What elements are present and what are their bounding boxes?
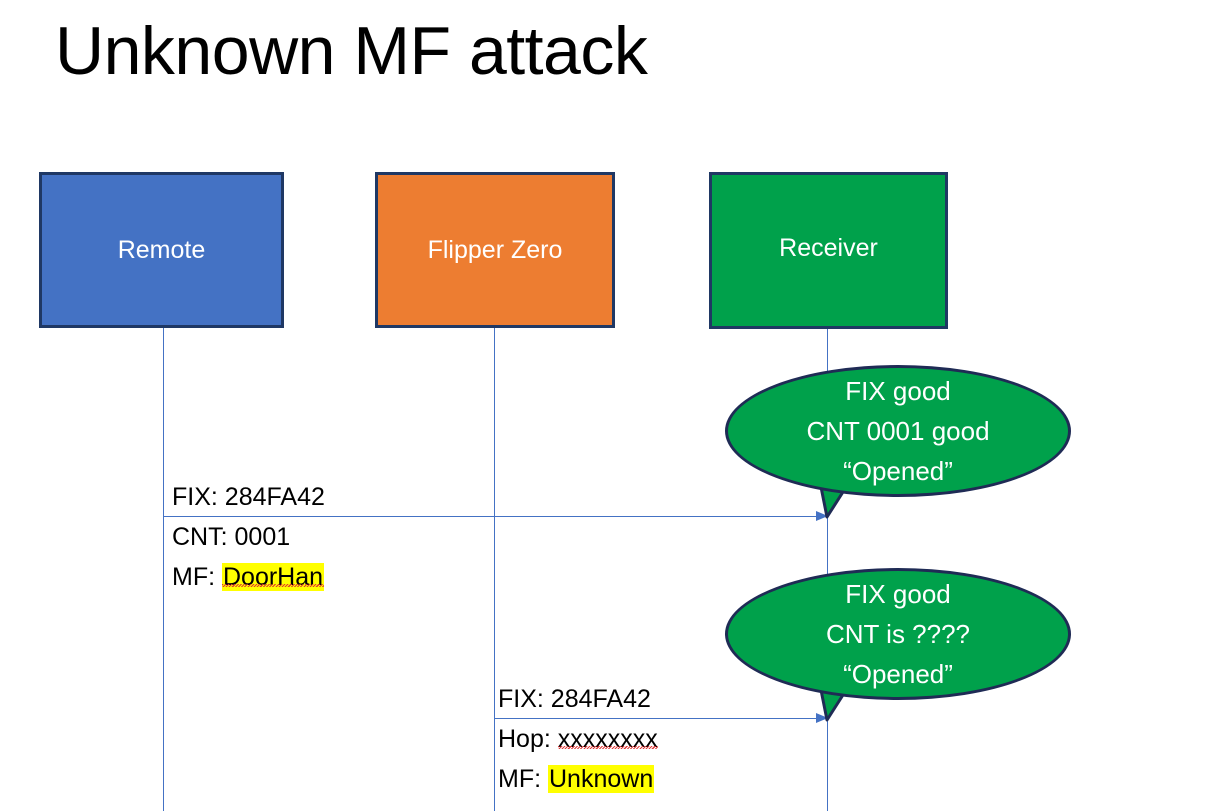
speech-bubble-receiver-2[interactable]: FIX good CNT is ???? “Opened” <box>725 568 1071 722</box>
message-line-label: CNT: <box>172 523 228 551</box>
speech-bubble-receiver-1[interactable]: FIX good CNT 0001 good “Opened” <box>725 365 1071 519</box>
message-line-label: Hop: <box>498 725 551 753</box>
actor-box-flipper[interactable]: Flipper Zero <box>375 172 615 328</box>
message-line-value: 284FA42 <box>550 685 651 713</box>
message-line-value-highlighted: Unknown <box>548 765 655 793</box>
actor-box-remote[interactable]: Remote <box>39 172 284 328</box>
arrowhead-icon <box>816 511 828 521</box>
message-line-label: FIX: <box>172 483 218 511</box>
actor-box-receiver[interactable]: Receiver <box>709 172 948 329</box>
message-line-value: 0001 <box>234 523 291 551</box>
speech-bubble-body <box>725 568 1071 700</box>
message-line-label: MF: <box>498 765 542 793</box>
actor-label-remote: Remote <box>117 235 206 264</box>
lifeline-flipper <box>494 328 495 811</box>
page-title: Unknown MF attack <box>55 13 648 89</box>
message-arrow-flipper-to-receiver <box>494 713 828 723</box>
actor-label-flipper: Flipper Zero <box>427 235 563 264</box>
message-line: MF: DoorHan <box>172 557 325 597</box>
message-line-label: MF: <box>172 563 216 591</box>
message-line: Hop: xxxxxxxx <box>498 719 658 759</box>
lifeline-receiver <box>827 329 828 811</box>
message-label-flipper-to-receiver: FIX: 284FA42 Hop: xxxxxxxx MF: Unknown <box>498 679 658 799</box>
message-line-value-highlighted: DoorHan <box>222 563 325 591</box>
speech-bubble-body <box>725 365 1071 497</box>
message-arrow-remote-to-receiver <box>163 511 828 521</box>
arrowhead-icon <box>816 713 828 723</box>
lifeline-remote <box>163 328 164 811</box>
message-line: FIX: 284FA42 <box>498 679 658 719</box>
message-line: CNT: 0001 <box>172 517 325 557</box>
message-line-value-misspelled: xxxxxxxx <box>557 725 658 753</box>
message-line-value: 284FA42 <box>224 483 325 511</box>
message-label-remote-to-receiver: FIX: 284FA42 CNT: 0001 MF: DoorHan <box>172 477 325 597</box>
message-line: FIX: 284FA42 <box>172 477 325 517</box>
actor-label-receiver: Receiver <box>779 234 878 262</box>
message-line: MF: Unknown <box>498 759 658 799</box>
message-line-label: FIX: <box>498 685 544 713</box>
